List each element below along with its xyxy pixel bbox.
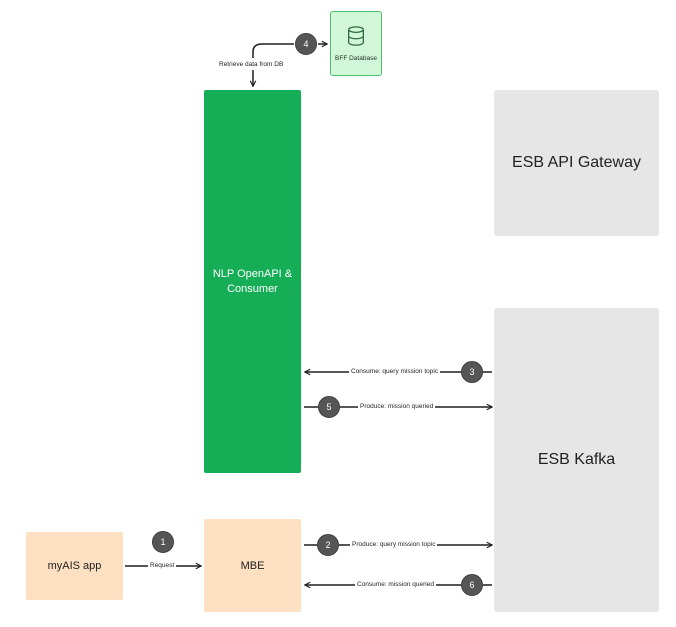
edge-label-produce-queried: Produce: mission queried	[358, 402, 436, 411]
edge-label-produce-query: Produce: query mission topic	[350, 540, 438, 549]
nlp-openapi-consumer-node: NLP OpenAPI & Consumer	[204, 90, 301, 473]
myais-app-node: myAIS app	[26, 532, 123, 600]
mbe-label: MBE	[240, 559, 265, 572]
nlp-openapi-consumer-label: NLP OpenAPI & Consumer	[212, 267, 293, 295]
step-badge-1: 1	[152, 531, 174, 553]
mbe-node: MBE	[204, 519, 301, 612]
step-badge-6: 6	[461, 574, 483, 596]
database-icon	[345, 25, 367, 49]
esb-api-gateway-node: ESB API Gateway	[494, 90, 659, 236]
step-badge-2: 2	[317, 534, 339, 556]
edge-label-request: Request	[148, 561, 177, 570]
bff-database-label: BFF Database	[335, 55, 377, 62]
edge-label-consume-query: Consume: query mission topic	[349, 367, 441, 376]
myais-app-label: myAIS app	[47, 560, 102, 572]
edge-retrieve-db-to-db	[252, 43, 294, 58]
edge-label-consume-queried: Consume: mission queried	[355, 580, 436, 589]
step-badge-4: 4	[295, 33, 317, 55]
edge-label-retrieve-db: Retrieve data from DB	[217, 60, 286, 69]
step-badge-5: 5	[318, 396, 340, 418]
esb-kafka-label: ESB Kafka	[537, 451, 616, 468]
esb-kafka-node: ESB Kafka	[494, 308, 659, 612]
esb-api-gateway-label: ESB API Gateway	[512, 154, 641, 171]
step-badge-3: 3	[461, 361, 483, 383]
bff-database-node: BFF Database	[330, 11, 382, 76]
